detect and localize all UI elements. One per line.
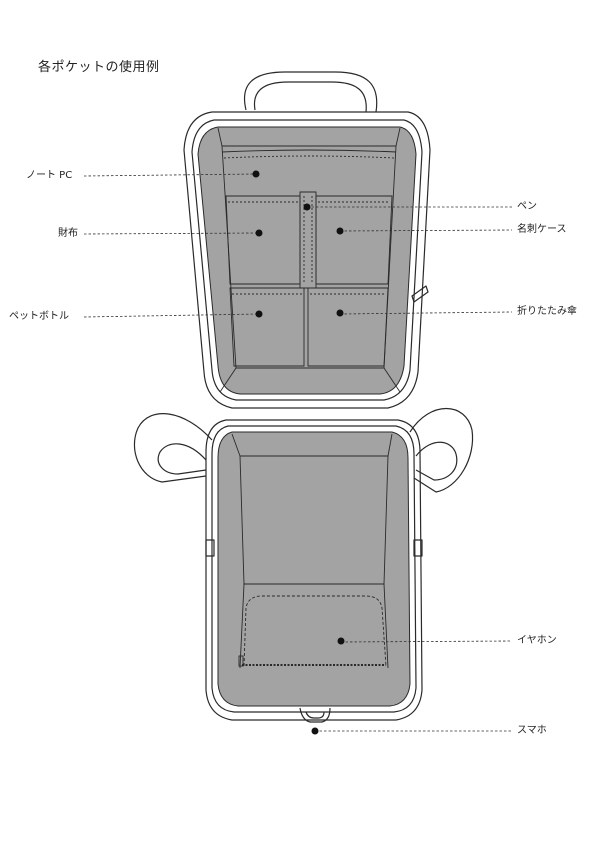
leader-card-case: [339, 229, 513, 232]
label-umbrella: 折りたたみ傘: [517, 306, 577, 317]
umbrella-pocket: [307, 287, 389, 367]
bottle-pocket: [229, 287, 305, 367]
leader-pet-bottle: [83, 313, 260, 318]
top-handle: [244, 71, 378, 113]
leader-note-pc: [83, 173, 257, 177]
leader-umbrella: [339, 311, 513, 315]
lid-pockets: [217, 127, 401, 393]
left-shoulder-strap: [133, 413, 213, 483]
body-outer-shell-inner: [211, 425, 417, 713]
dot-pet-bottle: [255, 310, 263, 318]
pocket-zipper-tab: [238, 655, 244, 667]
body-interior: [217, 431, 411, 707]
lid-section: [183, 71, 431, 409]
laptop-sleeve: [221, 149, 397, 153]
lid-side-buckle: [411, 285, 429, 303]
dot-pen: [303, 203, 311, 211]
label-smartphone: スマホ: [517, 725, 547, 736]
leader-earphones: [340, 640, 513, 643]
dot-wallet: [255, 229, 263, 237]
label-pen: ペン: [517, 201, 537, 212]
body-pockets: [231, 433, 393, 669]
page-title: 各ポケットの使用例: [38, 60, 160, 75]
label-card-case: 名刺ケース: [517, 224, 567, 235]
dot-card-case: [336, 227, 344, 235]
body-section: [133, 408, 474, 723]
earphone-pocket: [243, 595, 387, 667]
dot-note-pc: [252, 170, 260, 178]
label-pet-bottle: ペットボトル: [9, 311, 69, 322]
dot-umbrella: [336, 309, 344, 317]
leader-wallet: [83, 232, 260, 235]
right-shoulder-strap: [409, 408, 474, 493]
dot-smartphone: [311, 727, 319, 735]
callouts: [83, 173, 513, 732]
lid-interior: [197, 126, 417, 395]
label-earphones: イヤホン: [517, 635, 557, 646]
zipper-pull: [299, 707, 331, 723]
label-wallet: 財布: [58, 228, 78, 239]
lid-outer-shell: [183, 111, 431, 409]
top-handle-inner: [253, 81, 367, 113]
lid-outer-shell-inner: [191, 119, 423, 401]
body-side-clip-left: [205, 539, 215, 557]
dot-earphones: [337, 637, 345, 645]
label-note-pc: ノート PC: [26, 170, 73, 181]
body-outer-shell: [205, 419, 423, 721]
body-side-clip-right: [413, 539, 423, 557]
markers: [252, 170, 345, 735]
